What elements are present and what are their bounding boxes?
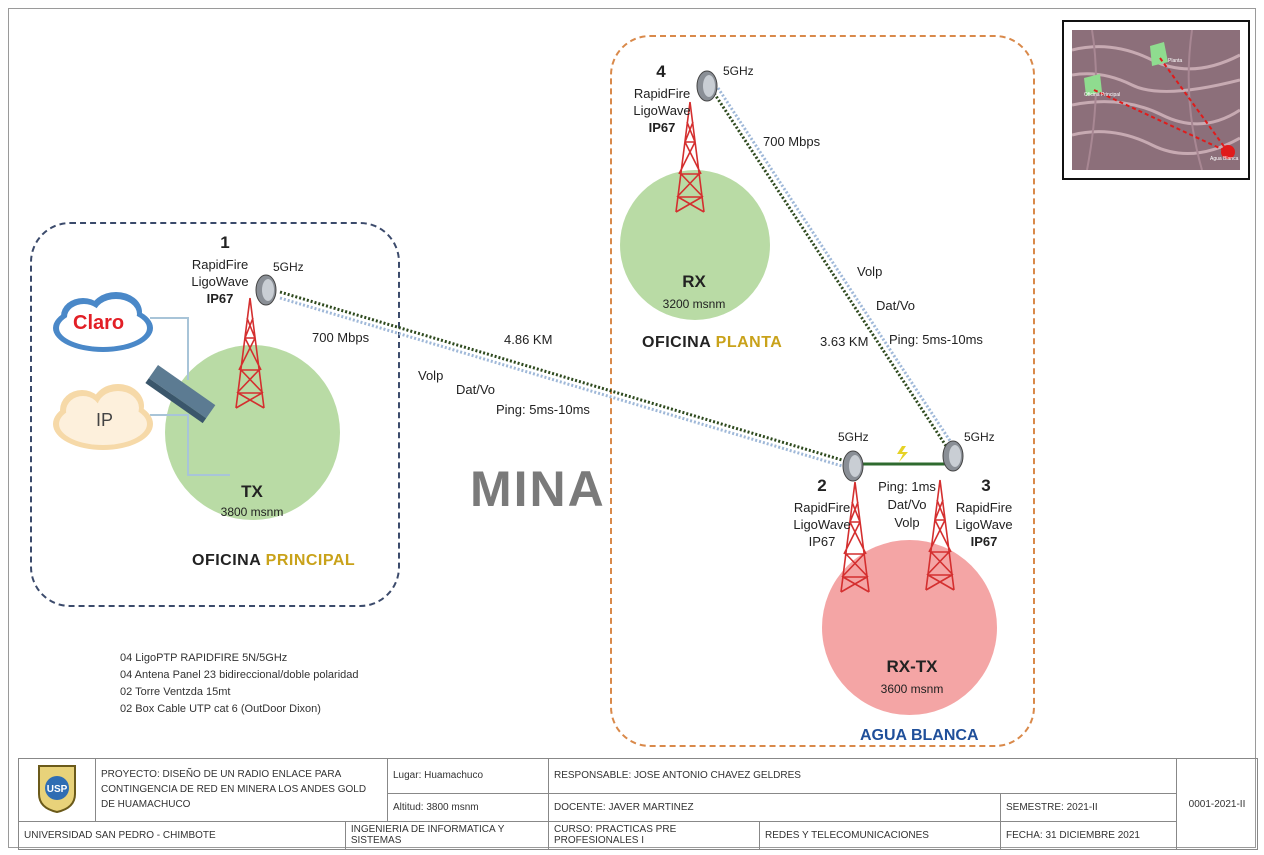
coverage-circle-rxtx [822,540,997,715]
dish-3 [942,440,964,472]
equipment-item: 02 Torre Ventzda 15mt [120,686,231,698]
docente-cell: DOCENTE: JAVER MARTINEZ [548,792,1001,822]
switch-icon [145,365,216,424]
link-planta-agua-light [716,87,960,454]
site-4-device-line2: LigoWave [633,103,691,118]
tower-rxtx-right [925,479,955,591]
office-principal-word: OFICINA [192,552,261,569]
site-2-device-line1: RapidFire [793,500,851,515]
link-tx-agua-dark [279,290,853,465]
office-planta-word: OFICINA [642,334,711,351]
zone-oficina-principal [30,222,400,607]
tower-rx-label: RX [682,272,706,291]
local-link-ping: Ping: 1ms [878,479,936,494]
site-4-device-line3: IP67 [648,120,676,135]
fecha-cell: FECHA: 31 DICIEMBRE 2021 [1000,820,1177,851]
semestre-cell: SEMESTRE: 2021-II [1000,792,1177,822]
map-label-planta: Planta [1168,58,1183,64]
link-main-distance: 4.86 KM [504,332,553,347]
dish-4 [696,70,718,102]
site-3-number: 3 [981,476,991,495]
location-map: Oficina Principal Planta Agua Blanca [1062,20,1250,180]
escuela-cell: INGENIERIA DE INFORMATICA Y SISTEMAS [344,820,550,851]
site-3-device-line1: RapidFire [955,500,1013,515]
title-block: USP PROYECTO: DISEÑO DE UN RADIO ENLACE … [18,758,1258,851]
map-label-agua: Agua Blanca [1210,156,1239,162]
university-seal-icon: USP [38,765,76,814]
ip-cloud [53,384,153,450]
tower-rxtx-label: RX-TX [886,657,938,676]
office-planta-label: OFICINA PLANTA [642,334,782,352]
site-1-device-line1: RapidFire [191,257,249,272]
link-main-ping: Ping: 5ms-10ms [496,402,590,417]
site-1-device-line2: LigoWave [191,274,249,289]
logo-text: USP [47,784,68,795]
site-1-number: 1 [220,233,230,252]
universidad-cell: UNIVERSIDAD SAN PEDRO - CHIMBOTE [18,820,346,851]
claro-cloud [53,292,153,352]
equipment-item: 04 LigoPTP RAPIDFIRE 5N/5GHz [120,652,288,664]
tower-rxtx-left [840,481,870,593]
link-planta-ping: Ping: 5ms-10ms [889,332,983,347]
tower-tx [235,297,265,409]
lightning-icon [897,446,908,462]
link-main-service-2: Dat/Vo [456,382,496,397]
area-cell: REDES Y TELECOMUNICACIONES [759,820,1001,851]
ip-label: IP [96,410,114,430]
site-4-number: 4 [656,62,666,81]
link-planta-service-1: Volp [857,264,883,279]
site-2-device-line3: IP67 [808,534,836,549]
site-4-freq: 5GHz [723,64,754,78]
tower-rxtx-altitude: 3600 msnm [880,682,944,696]
tower-rx [675,101,705,213]
link-planta-service-2: Dat/Vo [876,298,916,313]
responsable-cell: RESPONSABLE: JOSE ANTONIO CHAVEZ GELDRES [548,758,1177,794]
link-main-service-1: Volp [418,368,444,383]
equipment-item: 02 Box Cable UTP cat 6 (OutDoor Dixon) [120,703,321,715]
local-link-volp: Volp [894,515,920,530]
equipment-list: 04 LigoPTP RAPIDFIRE 5N/5GHz 04 Antena P… [120,650,359,718]
site-4-bandwidth: 700 Mbps [763,134,821,149]
tower-rx-altitude: 3200 msnm [662,297,726,311]
curso-cell: CURSO: PRACTICAS PRE PROFESIONALES I [548,820,760,851]
site-3-device-line3: IP67 [970,534,998,549]
office-principal-label: OFICINA PRINCIPAL [192,552,355,570]
claro-logo: Claro [73,312,125,334]
site-4-device-line1: RapidFire [633,86,691,101]
dish-2 [842,450,864,482]
site-1-bandwidth: 700 Mbps [312,330,370,345]
site-1-device-line3: IP67 [206,291,234,306]
university-logo-cell: USP [18,758,96,822]
office-principal-accent: PRINCIPAL [265,552,356,569]
site-1-freq: 5GHz [273,260,304,274]
map-graphic [1072,30,1240,170]
proyecto-cell: PROYECTO: DISEÑO DE UN RADIO ENLACE PARA… [95,758,388,822]
local-link-dat: Dat/Vo [887,497,927,512]
codigo-cell: 0001-2021-II [1176,758,1258,850]
coverage-circle-tx [165,345,340,520]
link-planta-agua-dark [710,89,954,456]
dish-1 [255,274,277,306]
lugar-cell: Lugar: Huamachuco [387,758,549,794]
site-2-freq: 5GHz [838,430,869,444]
site-3-device-line2: LigoWave [955,517,1013,532]
uplink-lines [150,317,230,476]
link-tx-agua-light [279,296,853,471]
tower-tx-label: TX [241,482,263,501]
coverage-circle-rx [620,170,770,320]
office-planta-accent: PLANTA [715,334,783,351]
tower-tx-altitude: 3800 msnm [220,505,284,519]
agua-blanca-label: AGUA BLANCA [860,727,979,744]
mina-title: MINA [470,461,606,517]
site-2-device-line2: LigoWave [793,517,851,532]
site-2-number: 2 [817,476,827,495]
altitud-cell: Altitud: 3800 msnm [387,792,549,822]
equipment-item: 04 Antena Panel 23 bidireccional/doble p… [120,669,359,681]
link-planta-distance: 3.63 KM [820,334,869,349]
site-3-freq: 5GHz [964,430,995,444]
map-label-principal: Oficina Principal [1084,92,1121,98]
